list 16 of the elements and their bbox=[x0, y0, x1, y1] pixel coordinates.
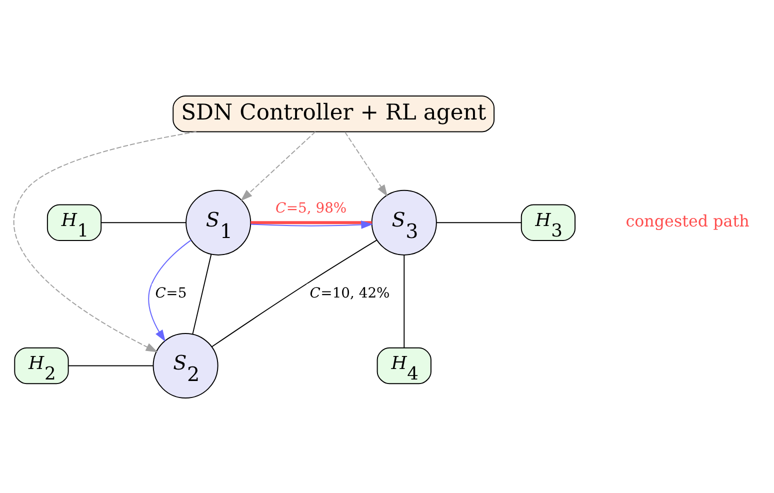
edge-label: C=5 bbox=[155, 284, 187, 301]
connector bbox=[436, 222, 522, 223]
arrow bbox=[13, 130, 197, 352]
connector bbox=[404, 254, 405, 348]
arrow bbox=[240, 130, 316, 201]
arrow bbox=[250, 220, 374, 228]
label: congested path bbox=[626, 210, 750, 230]
connector bbox=[211, 239, 378, 347]
connector bbox=[192, 253, 212, 334]
connector bbox=[68, 364, 154, 366]
node-box: SDN Controller + RL agent bbox=[172, 94, 495, 132]
arrow bbox=[344, 131, 388, 196]
connector bbox=[250, 220, 372, 224]
edge-label: C=5, 98% bbox=[275, 200, 347, 216]
edge-label: C=10, 42% bbox=[310, 284, 390, 301]
connector bbox=[100, 222, 186, 223]
